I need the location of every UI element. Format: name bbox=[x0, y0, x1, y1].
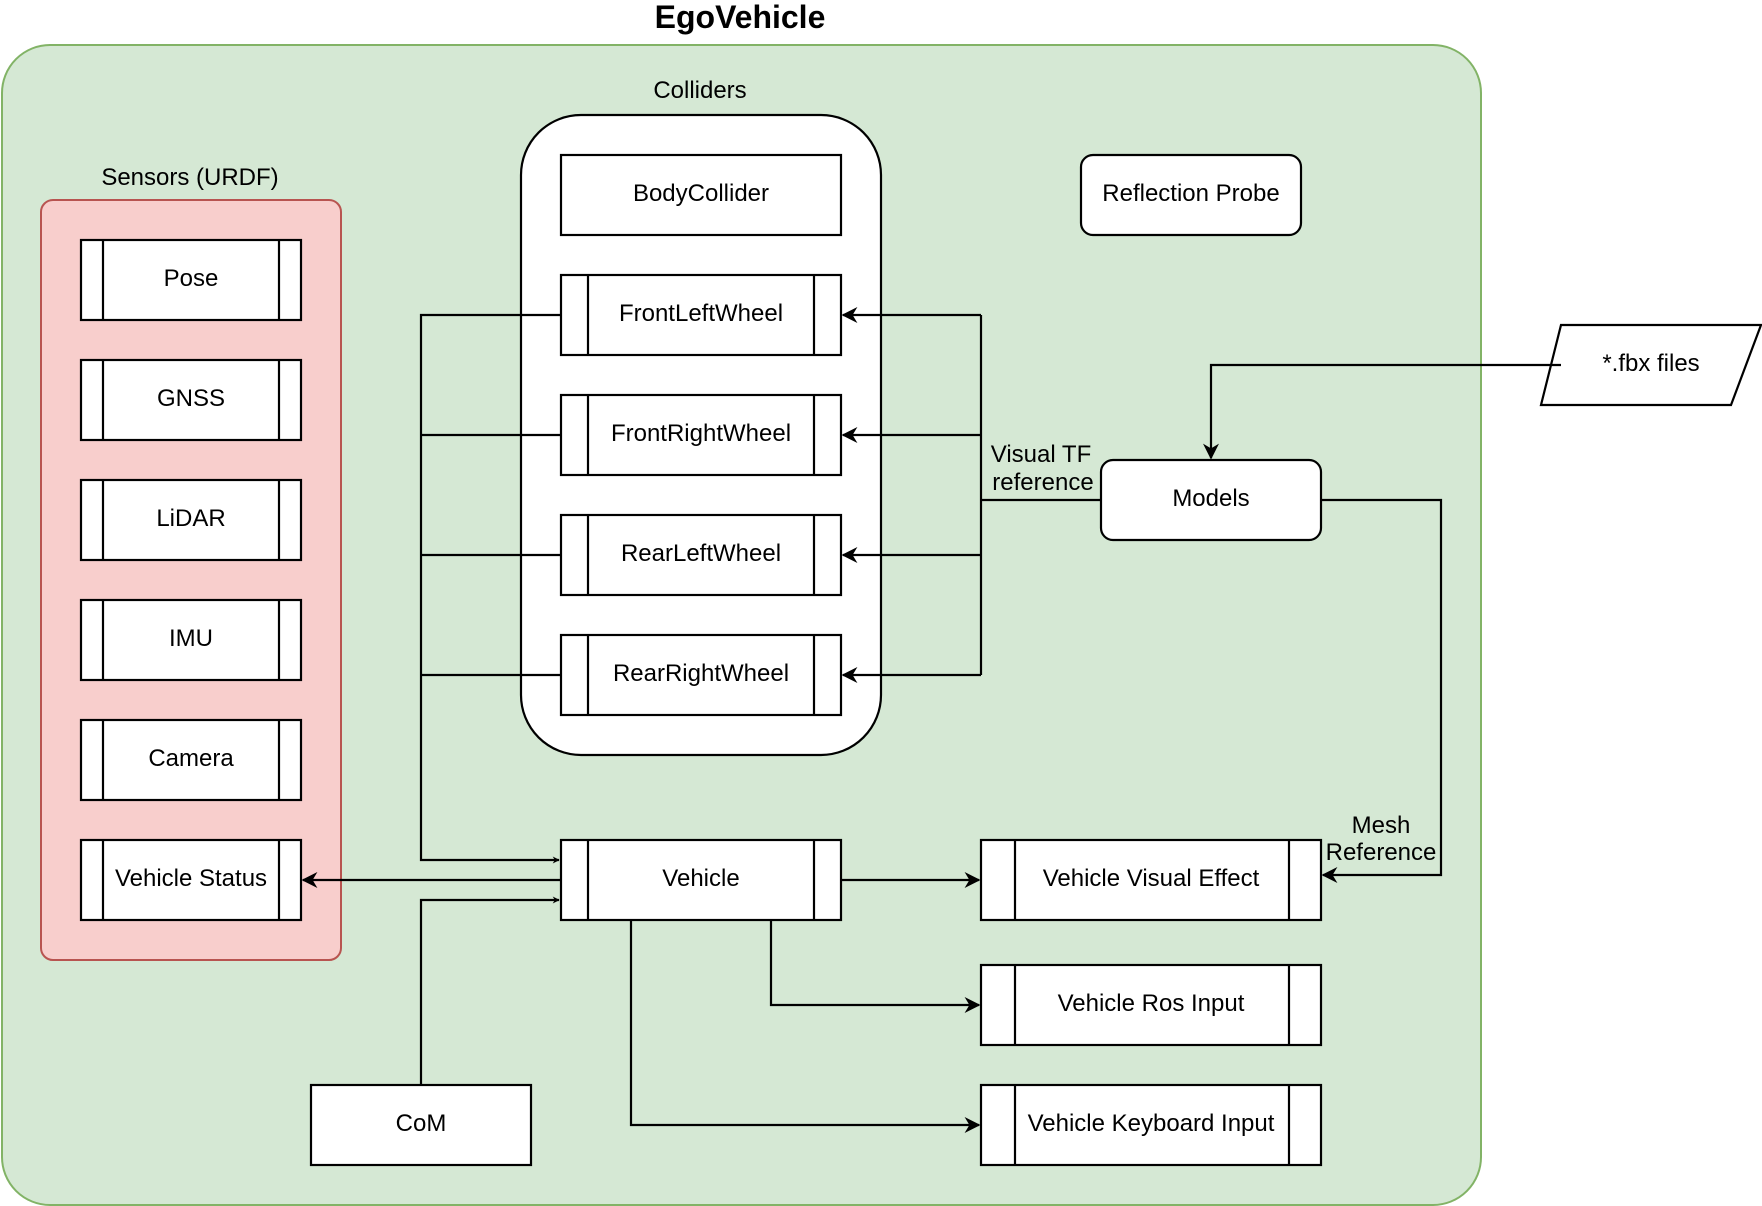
colliders-container-label: Colliders bbox=[653, 77, 746, 104]
sensor-imu-label: IMU bbox=[169, 625, 213, 652]
models: Models bbox=[1099, 458, 1323, 542]
edge-vehicle-to-ros-input bbox=[769, 920, 981, 1013]
fbx-files: *.fbx files bbox=[1539, 323, 1762, 407]
sensor-camera: Camera bbox=[79, 718, 303, 802]
sensor-lidar-label: LiDAR bbox=[156, 505, 225, 532]
vehicle-keyboard-input: Vehicle Keyboard Input bbox=[979, 1083, 1323, 1167]
com-label: CoM bbox=[396, 1110, 447, 1137]
visual-tf-label-line1: Visual TF bbox=[991, 441, 1092, 468]
diagram-title: EgoVehicle bbox=[655, 0, 826, 35]
sensor-vehicle-status: Vehicle Status bbox=[79, 838, 303, 922]
mesh-reference-label-line1: Mesh bbox=[1352, 812, 1411, 839]
body-collider: BodyCollider bbox=[559, 153, 843, 237]
sensor-pose: Pose bbox=[79, 238, 303, 322]
visual-tf-label-line2: reference bbox=[992, 469, 1093, 496]
vehicle: Vehicle bbox=[559, 838, 843, 922]
com: CoM bbox=[309, 1083, 533, 1167]
edge-com-to-vehicle bbox=[419, 896, 560, 1085]
wheel-rear-left: RearLeftWheel bbox=[559, 513, 843, 597]
wheel-front-left: FrontLeftWheel bbox=[559, 273, 843, 357]
vehicle-visual-effect-label: Vehicle Visual Effect bbox=[1043, 865, 1260, 892]
wheel-front-right-label: FrontRightWheel bbox=[611, 420, 791, 447]
reflection-probe-label: Reflection Probe bbox=[1102, 180, 1279, 207]
edge-fbx-to-models bbox=[1203, 363, 1561, 460]
vehicle-ros-input-label: Vehicle Ros Input bbox=[1058, 990, 1245, 1017]
vehicle-keyboard-input-label: Vehicle Keyboard Input bbox=[1028, 1110, 1275, 1137]
vehicle-ros-input: Vehicle Ros Input bbox=[979, 963, 1323, 1047]
vehicle-visual-effect: Vehicle Visual Effect bbox=[979, 838, 1323, 922]
sensors-container-label: Sensors (URDF) bbox=[101, 164, 278, 191]
sensor-gnss-label: GNSS bbox=[157, 385, 225, 412]
models-label: Models bbox=[1172, 485, 1249, 512]
wheel-rear-left-label: RearLeftWheel bbox=[621, 540, 781, 567]
edge-wheels-to-vehicle bbox=[419, 313, 561, 864]
sensor-camera-label: Camera bbox=[148, 745, 234, 772]
sensor-gnss: GNSS bbox=[79, 358, 303, 442]
edge-models-to-visual-effect bbox=[1321, 498, 1443, 883]
sensor-imu: IMU bbox=[79, 598, 303, 682]
edge-vehicle-to-keyboard-input bbox=[629, 920, 981, 1133]
reflection-probe: Reflection Probe bbox=[1079, 153, 1303, 237]
sensor-pose-label: Pose bbox=[164, 265, 219, 292]
vehicle-label: Vehicle bbox=[662, 865, 739, 892]
wheel-rear-right: RearRightWheel bbox=[559, 633, 843, 717]
mesh-reference-label-line2: Reference bbox=[1326, 839, 1437, 866]
wheel-front-right: FrontRightWheel bbox=[559, 393, 843, 477]
wheel-front-left-label: FrontLeftWheel bbox=[619, 300, 783, 327]
wheel-rear-right-label: RearRightWheel bbox=[613, 660, 789, 687]
body-collider-label: BodyCollider bbox=[633, 180, 769, 207]
sensor-vehicle-status-label: Vehicle Status bbox=[115, 865, 267, 892]
sensor-lidar: LiDAR bbox=[79, 478, 303, 562]
fbx-files-label: *.fbx files bbox=[1602, 350, 1699, 377]
